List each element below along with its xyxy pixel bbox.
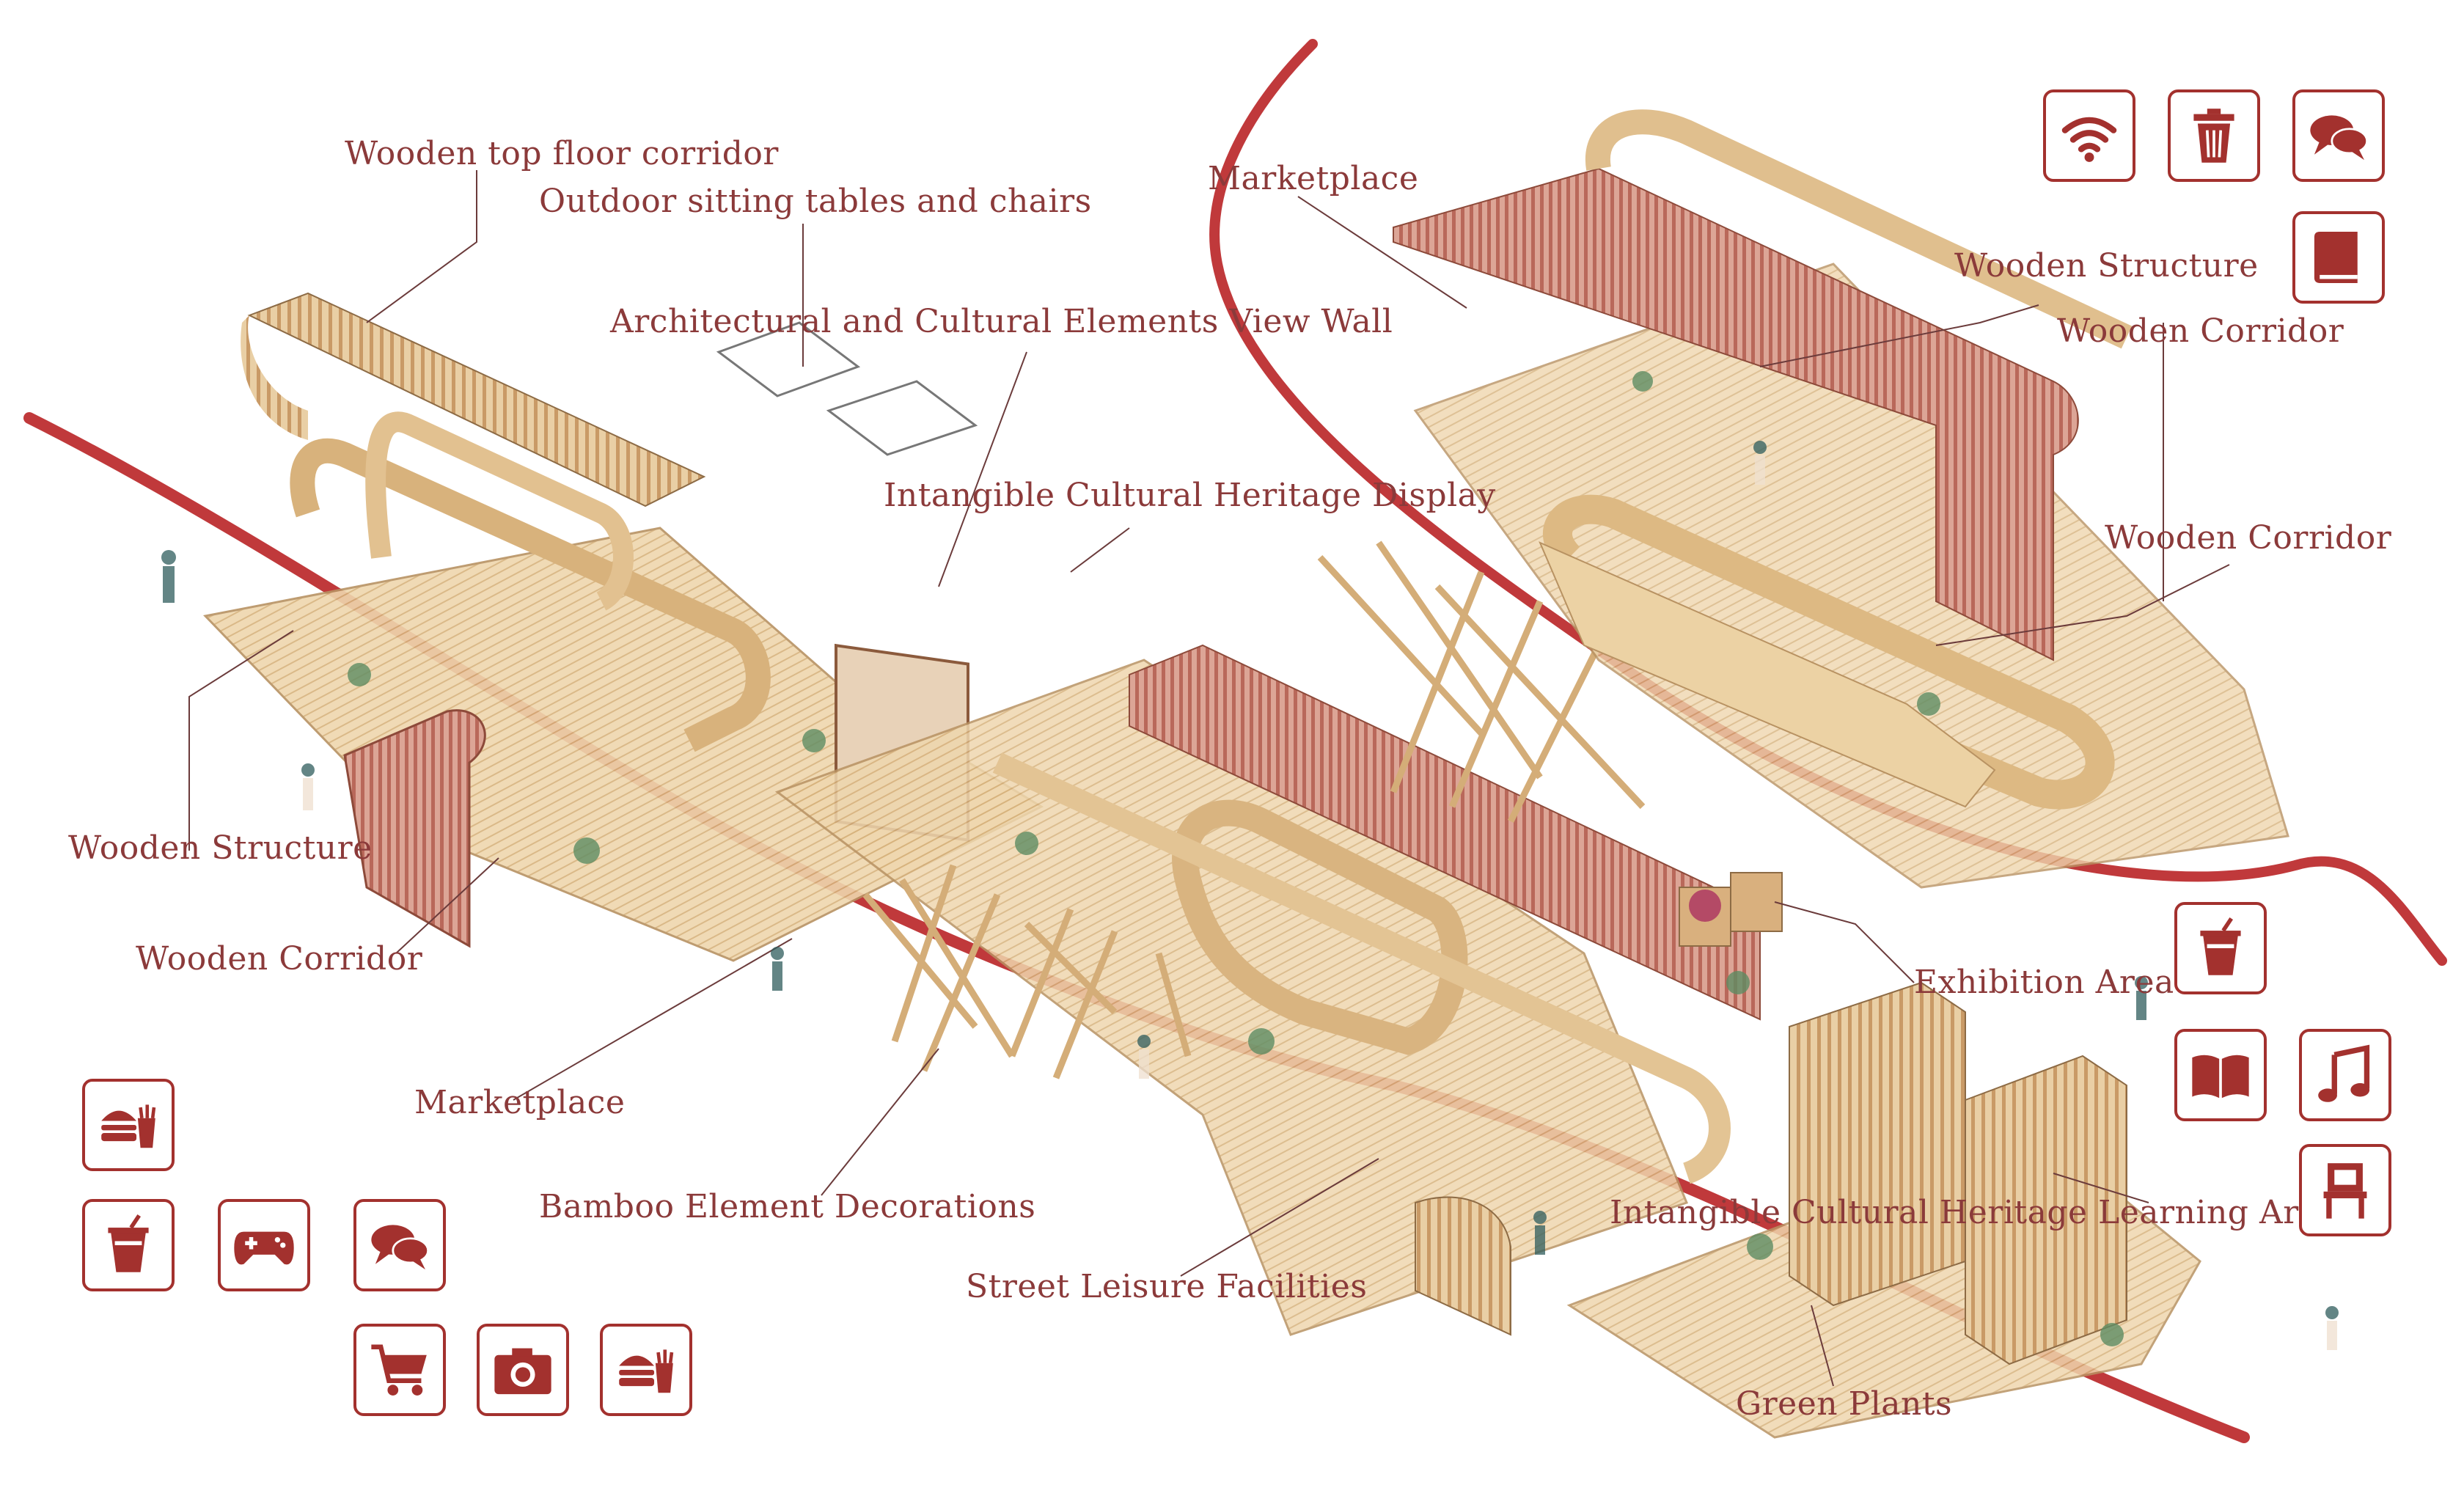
label-marketplace-top: Marketplace	[1208, 160, 1419, 197]
wifi-icon	[2043, 89, 2135, 182]
trash-bin-icon	[2168, 89, 2260, 182]
label-view-wall: Architectural and Cultural Elements View…	[610, 303, 1393, 340]
label-outdoor-sitting: Outdoor sitting tables and chairs	[539, 183, 1092, 220]
burger-fries-icon	[82, 1079, 175, 1171]
label-ich-display: Intangible Cultural Heritage Display	[884, 477, 1496, 514]
middle-loop	[1172, 799, 1468, 1055]
exhibition-box-2	[1730, 872, 1783, 932]
label-wooden-structure-right: Wooden Structure	[1954, 247, 2259, 285]
pavilion-1	[1789, 981, 1966, 1307]
label-marketplace-bottom: Marketplace	[414, 1084, 626, 1121]
bamboo-decoration-left	[862, 864, 1192, 1079]
right-loop-top	[1585, 109, 2133, 349]
right-red-slat-roof	[1393, 167, 2079, 661]
book-icon	[2292, 211, 2385, 304]
label-wooden-top-floor-corridor: Wooden top floor corridor	[345, 135, 779, 172]
leader-lines	[188, 170, 2230, 1387]
label-exhibition-area: Exhibition Area	[1914, 964, 2174, 1001]
drink-cup-icon-left	[82, 1199, 175, 1291]
label-ich-learning-area: Intangible Cultural Heritage Learning Ar…	[1610, 1194, 2339, 1231]
drink-cup-icon	[2174, 902, 2267, 994]
people-figures	[161, 441, 2339, 1350]
bottom-bench-curve	[1415, 1196, 1511, 1336]
gamepad-icon	[218, 1199, 310, 1291]
left-corridor-red-wall	[343, 709, 486, 948]
label-bamboo-decorations: Bamboo Element Decorations	[539, 1188, 1036, 1225]
green-plants	[348, 371, 2124, 1346]
music-note-icon	[2299, 1029, 2391, 1121]
wooden-loop-1	[290, 438, 771, 752]
right-loop-lower	[1543, 494, 2115, 810]
middle-floor-platform	[774, 659, 1688, 1336]
bamboo-decoration-right	[1317, 540, 1646, 824]
chat-bubbles-icon-left	[353, 1199, 446, 1291]
burger-fries-icon-2	[600, 1324, 692, 1416]
middle-red-slat-structure	[1129, 644, 1761, 1021]
chair-icon	[2299, 1144, 2391, 1236]
middle-long-beam	[992, 752, 1731, 1184]
shopping-cart-icon	[353, 1324, 446, 1416]
open-book-icon	[2174, 1029, 2267, 1121]
label-wooden-structure-left: Wooden Structure	[68, 829, 373, 867]
top-floor-corridor-roof	[247, 292, 706, 507]
label-wooden-corridor-left: Wooden Corridor	[136, 940, 423, 978]
camera-icon	[477, 1324, 569, 1416]
label-green-plants: Green Plants	[1736, 1385, 1953, 1423]
chat-bubbles-icon	[2292, 89, 2385, 182]
pavilion-2	[1965, 1055, 2127, 1365]
label-wooden-corridor-right-1: Wooden Corridor	[2057, 312, 2344, 350]
label-wooden-corridor-right-2: Wooden Corridor	[2105, 519, 2392, 557]
wooden-loop-2	[365, 411, 634, 611]
right-corridor-floor	[1539, 541, 1996, 808]
label-street-leisure: Street Leisure Facilities	[966, 1268, 1368, 1305]
